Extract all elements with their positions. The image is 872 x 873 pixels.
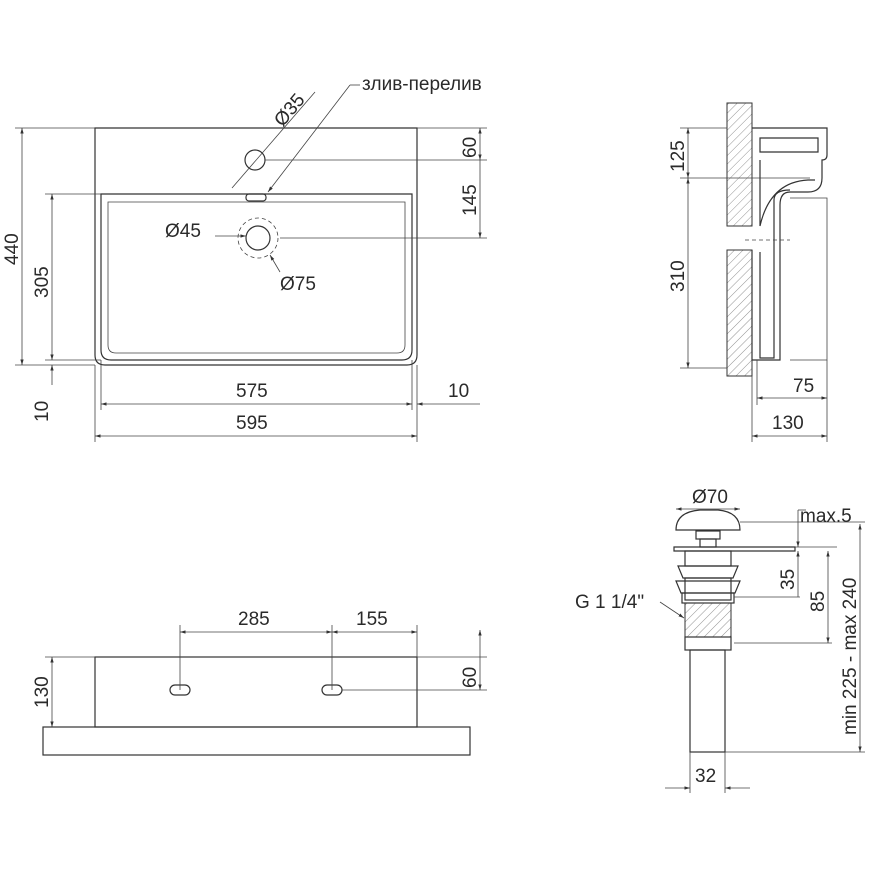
dim-hole-spacing: 285 [238,609,270,630]
dim-cap-diameter: Ø70 [692,487,728,508]
dim-lower-height: 310 [668,260,689,292]
dim-top-height: 125 [668,140,689,172]
front-view: 285 155 130 60 [32,609,487,756]
dim-drain-offset: 145 [460,184,481,216]
drain-outer-diameter: Ø75 [280,274,316,295]
top-view: злив-перелив Ø35 Ø45 Ø75 440 305 10 60 1… [2,74,487,442]
countertop [42,726,471,756]
dim-front-rim: 10 [32,401,53,422]
dim-basin-width: 575 [236,381,268,402]
dim-cap-gap: max.5 [800,506,852,527]
thread-label: G 1 1/4" [575,592,644,613]
thread [684,602,732,638]
dim-tap-offset: 60 [460,137,481,158]
overflow-slot [245,193,267,202]
dim-total-depth: 440 [2,233,23,265]
drain-hole [245,225,271,251]
dim-hole-height: 60 [460,667,481,688]
dim-side-rim: 10 [448,381,469,402]
sink-outline [94,127,418,366]
overflow-label: злив-перелив [362,74,482,95]
drain-cap [675,509,741,531]
drain-diameter: Ø45 [165,221,201,242]
dim-front-height: 130 [32,676,53,708]
dim-pipe-diameter: 32 [695,766,716,787]
dim-body-height: 85 [808,591,829,612]
dim-basin-depth: 305 [32,266,53,298]
dim-hole-edge-offset: 155 [356,609,388,630]
side-view: 125 310 75 130 [668,102,828,442]
drain-view: Ø70 max.5 35 85 min 225 - max 240 G 1 1/… [575,487,865,793]
basin-outline [100,193,413,361]
dim-total-width: 595 [236,413,268,434]
drain-pipe [689,649,726,753]
tap-hole-diameter: Ø35 [270,90,309,131]
dim-total-length: min 225 - max 240 [840,578,861,735]
dim-inner-depth: 75 [793,376,814,397]
dim-flange-height: 35 [778,569,799,590]
dim-total-height: 130 [772,413,804,434]
